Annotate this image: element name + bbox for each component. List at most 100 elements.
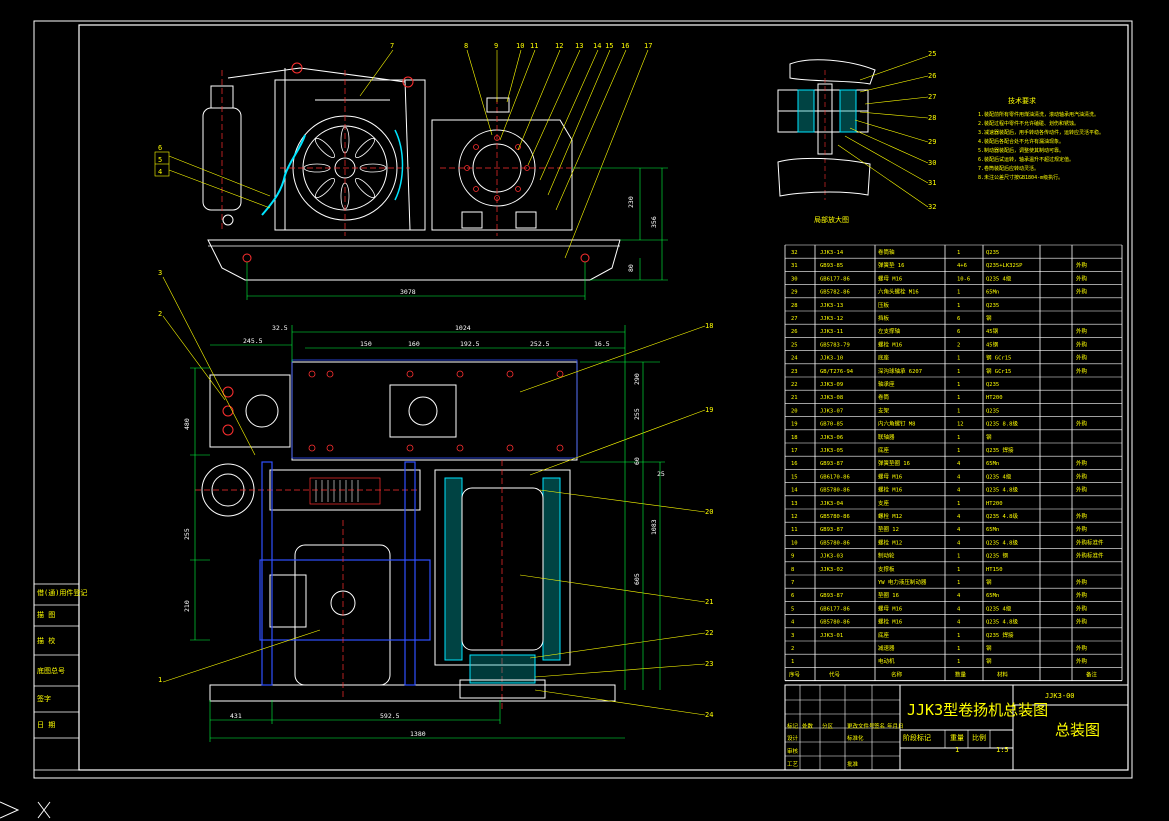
callout: 4: [158, 168, 162, 176]
bom-cell-name: 底座: [878, 446, 890, 454]
bom-cell-note: 外购: [1076, 512, 1088, 520]
tech-req-title: 技术要求: [1008, 96, 1036, 105]
bom-cell-qty: 4: [957, 540, 961, 546]
bom-cell-name: 螺栓 M12: [878, 538, 902, 546]
bom-cell-name: 深沟球轴承 6207: [878, 367, 922, 375]
bom-cell-code: GB5782-86: [820, 290, 850, 296]
bom-cell-note: 外购: [1076, 367, 1088, 375]
bom-cell-name: 卷筒: [878, 393, 890, 401]
bom-cell-name: 联轴器: [878, 433, 895, 441]
bom-cell-material: Q235: [986, 408, 999, 414]
stage-label: 阶段标记: [903, 733, 931, 742]
dim-label: 1083: [650, 519, 658, 535]
dim-label: 32.5: [272, 324, 288, 332]
scale: 1:5: [996, 746, 1009, 754]
role-label: 审核: [787, 747, 799, 755]
bom-cell-no: 13: [791, 501, 798, 507]
bom-cell-qty: 1: [957, 290, 960, 296]
bom-cell-qty: 4: [957, 593, 961, 599]
bom-cell-no: 7: [791, 580, 794, 586]
bom-cell-note: 外购: [1076, 618, 1088, 626]
bom-header: 序号: [789, 670, 801, 678]
bom-cell-no: 2: [791, 646, 794, 652]
bom-cell-note: 外购: [1076, 486, 1088, 494]
tech-req-line: 3.减速器装配后，用手转动各传动件，运转应灵活平稳。: [978, 129, 1104, 136]
bom-cell-code: GB6177-86: [820, 606, 850, 612]
callout: 6: [158, 144, 162, 152]
bom-cell-name: 挡板: [878, 314, 890, 322]
tech-req-line: 5.制动器装配后，调整使其制动可靠。: [978, 147, 1064, 154]
bom-cell-qty: 1: [957, 356, 960, 362]
callout: 30: [928, 159, 936, 167]
bom-cell-no: 11: [791, 527, 798, 533]
plan-view: 3 2 1 18 19 20 21 22 23 24: [158, 269, 713, 742]
detail-caption: 局部放大图: [814, 215, 849, 224]
bom-cell-material: Q235 焊接: [986, 631, 1014, 639]
strip-label: 签字: [37, 694, 51, 703]
bom-cell-material: 65Mn: [986, 527, 999, 533]
bom-cell-material: HT150: [986, 567, 1003, 573]
bom-cell-material: Q235 4.8级: [986, 618, 1018, 626]
role-label: 批准: [847, 760, 859, 768]
bom-cell-name: 支座: [878, 499, 890, 507]
bom-cell-no: 15: [791, 474, 798, 480]
dim-label: 255: [633, 408, 641, 420]
bom-cell-code: GB93-87: [820, 593, 843, 599]
detail-view: 25 26 27 28 29 30 31 32 局部放大图: [777, 50, 936, 224]
callout: 22: [705, 629, 713, 637]
bom-cell-code: GB5780-86: [820, 540, 850, 546]
bom-cell-code: GB5780-86: [820, 514, 850, 520]
callout: 20: [705, 508, 713, 516]
bom-cell-name: 垫圈 16: [878, 591, 899, 599]
bom-cell-note: 外购: [1076, 420, 1088, 428]
bom-cell-code: GB5783-79: [820, 342, 850, 348]
tech-req-line: 7.卷筒装配后应转动灵活。: [978, 165, 1039, 172]
bom-cell-note: 外购: [1076, 327, 1088, 335]
bom-cell-code: JJK3-14: [820, 250, 844, 256]
bom-cell-material: Q235 焊接: [986, 446, 1014, 454]
bom-cell-no: 4: [791, 620, 795, 626]
role-label: 标准化: [847, 734, 864, 742]
bom-cell-code: GB93-87: [820, 527, 843, 533]
bom-cell-material: HT200: [986, 501, 1003, 507]
bom-cell-no: 25: [791, 342, 798, 348]
bom-cell-material: Q235: [986, 382, 999, 388]
bom-cell-no: 32: [791, 250, 798, 256]
bom-cell-material: Q235 4级: [986, 604, 1012, 612]
bom-cell-material: 钢: [986, 433, 992, 441]
bom-cell-material: Q235 4级: [986, 472, 1012, 480]
tech-req-line: 1.装配前所有零件用煤油清洗，滚动轴承用汽油清洗。: [978, 111, 1099, 118]
bom-cell-qty: 4: [957, 620, 961, 626]
bom-cell-name: 螺栓 M12: [878, 512, 902, 520]
bom-cell-code: JJK3-08: [820, 395, 843, 401]
tech-requirements: 技术要求 1.装配前所有零件用煤油清洗，滚动轴承用汽油清洗。 2.装配过程中零件…: [978, 96, 1104, 181]
callout: 24: [705, 711, 713, 719]
bom-cell-name: 垫圈 12: [878, 525, 899, 533]
tech-req-line: 6.装配后试运转，轴承温升不超过规定值。: [978, 156, 1074, 163]
bom-cell-qty: 1: [957, 303, 960, 309]
bom-cell-material: 45钢: [986, 327, 999, 335]
bom-cell-name: 左支撑轴: [878, 327, 901, 335]
title-block: JJK3型卷扬机总装图 JJK3-00 总装图 阶段标记 重量 比例 1:5 1…: [784, 684, 1129, 771]
callout: 13: [575, 42, 583, 50]
bom-cell-no: 30: [791, 276, 798, 282]
strip-label: 借(通)用件登记: [37, 588, 87, 597]
bom-cell-name: 压板: [878, 301, 890, 309]
role-label: 工艺: [787, 761, 799, 768]
inner-border: [78, 24, 1129, 771]
callout: 12: [555, 42, 563, 50]
bom-cell-qty: 1: [957, 382, 960, 388]
bom-cell-qty: 2: [957, 342, 960, 348]
callout: 14: [593, 42, 601, 50]
dim-label: 230: [627, 196, 635, 208]
bom-cell-material: Q235 4.8级: [986, 512, 1018, 520]
bom-cell-qty: 6: [957, 316, 960, 322]
strip-label: 底图总号: [37, 666, 65, 675]
callout: 2: [158, 310, 162, 318]
callout: 31: [928, 179, 936, 187]
bom-cell-name: 螺母 M16: [878, 274, 902, 282]
bom-cell-name: 底座: [878, 354, 890, 362]
bom-cell-qty: 4: [957, 606, 961, 612]
bom-cell-note: 外购: [1076, 354, 1088, 362]
